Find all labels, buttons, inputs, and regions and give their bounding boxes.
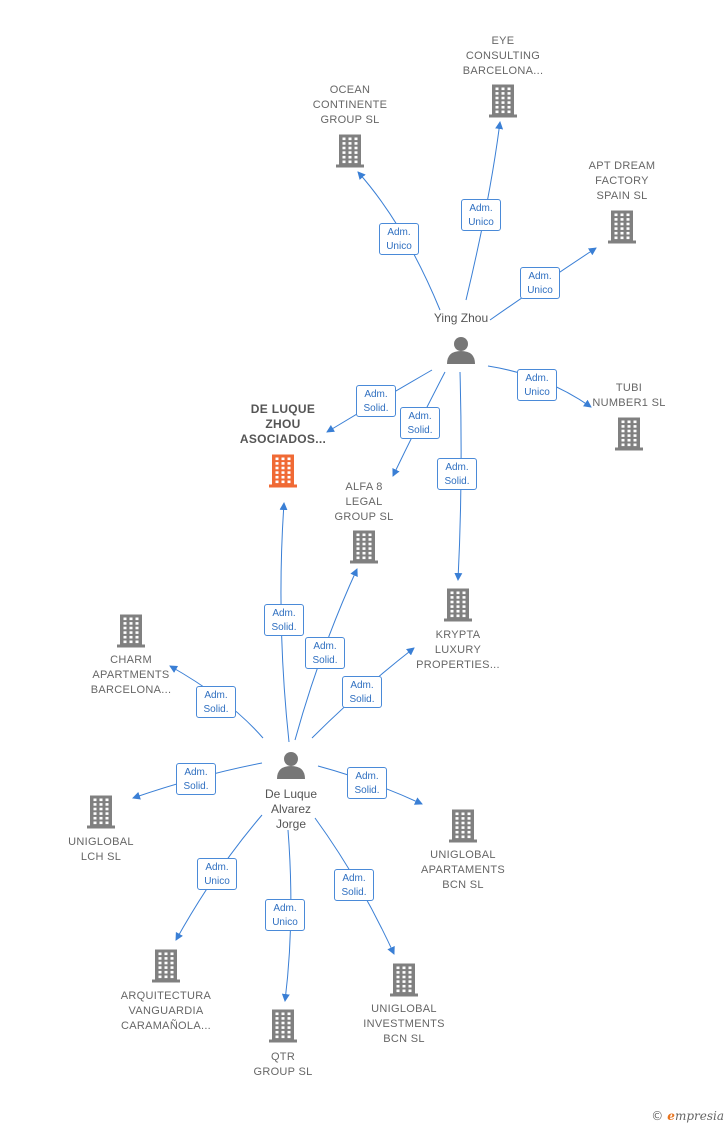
company-label-alfa[interactable]: ALFA 8 LEGAL GROUP SL: [334, 481, 394, 523]
relation-role-line: Adm.: [408, 411, 432, 422]
relation-role-line: Adm.: [350, 680, 374, 691]
person-label-deluque[interactable]: De Luque Alvarez Jorge: [264, 787, 318, 831]
company-label-eye[interactable]: EYE CONSULTING BARCELONA...: [462, 35, 544, 77]
relation-role-line: Adm.: [184, 767, 208, 778]
relation-label-ying-alfa[interactable]: Adm. Solid.: [400, 407, 440, 439]
relation-role-line: Adm.: [313, 641, 337, 652]
relation-role-line: Solid.: [183, 781, 209, 792]
relation-role-line: Solid.: [444, 476, 470, 487]
relation-role-line: Unico: [386, 241, 412, 252]
relation-role-line: Adm.: [525, 373, 549, 384]
company-building-icon-tubi[interactable]: [615, 417, 643, 451]
brand-initial: e: [667, 1109, 675, 1123]
relation-role-line: Adm.: [469, 203, 493, 214]
relation-role-line: Solid.: [349, 694, 375, 705]
relation-label-ying-apt[interactable]: Adm. Unico: [520, 267, 560, 299]
relation-role-line: Solid.: [354, 785, 380, 796]
company-label-krypta[interactable]: KRYPTA LUXURY PROPERTIES...: [416, 629, 500, 671]
company-building-icon-apt[interactable]: [608, 210, 636, 244]
relation-label-deluque-lch[interactable]: Adm. Solid.: [176, 763, 216, 795]
relation-role-line: Adm.: [445, 462, 469, 473]
relation-role-line: Adm.: [273, 903, 297, 914]
company-building-icon-krypta[interactable]: [444, 588, 472, 622]
company-label-apart[interactable]: UNIGLOBAL APARTAMENTS BCN SL: [421, 849, 505, 891]
company-label-invest[interactable]: UNIGLOBAL INVESTMENTS BCN SL: [363, 1003, 445, 1045]
relation-role-line: Solid.: [203, 704, 229, 715]
company-label-arq[interactable]: ARQUITECTURA VANGUARDIA CARAMAÑOLA...: [120, 990, 212, 1032]
relation-role-line: Unico: [527, 285, 553, 296]
person-icon-ying[interactable]: [447, 337, 475, 364]
relation-role-line: Unico: [468, 217, 494, 228]
relation-label-ying-dlz[interactable]: Adm. Solid.: [356, 385, 396, 417]
relation-label-ying-tubi[interactable]: Adm. Unico: [517, 369, 557, 401]
company-label-apt[interactable]: APT DREAM FACTORY SPAIN SL: [588, 160, 656, 202]
relation-role-line: Adm.: [205, 862, 229, 873]
relation-label-deluque-qtr[interactable]: Adm. Unico: [265, 899, 305, 931]
relation-label-deluque-krypta[interactable]: Adm. Solid.: [342, 676, 382, 708]
company-building-icon-dlz[interactable]: [269, 454, 297, 488]
company-building-icon-ocean[interactable]: [336, 134, 364, 168]
company-building-icon-eye[interactable]: [489, 84, 517, 118]
relation-label-deluque-charm[interactable]: Adm. Solid.: [196, 686, 236, 718]
relation-label-deluque-invest[interactable]: Adm. Solid.: [334, 869, 374, 901]
relation-role-line: Adm.: [204, 690, 228, 701]
relation-role-line: Unico: [524, 387, 550, 398]
company-label-tubi[interactable]: TUBI NUMBER1 SL: [592, 382, 666, 409]
company-building-icon-invest[interactable]: [390, 963, 418, 997]
relation-role-line: Unico: [204, 876, 230, 887]
company-building-icon-arq[interactable]: [152, 949, 180, 983]
relation-role-line: Solid.: [363, 403, 389, 414]
company-label-lch[interactable]: UNIGLOBAL LCH SL: [68, 836, 134, 863]
company-label-ocean[interactable]: OCEAN CONTINENTE GROUP SL: [312, 84, 388, 126]
person-icon-deluque[interactable]: [277, 752, 305, 779]
relation-role-line: Solid.: [312, 655, 338, 666]
company-building-icon-apart[interactable]: [449, 809, 477, 843]
relation-label-deluque-apart[interactable]: Adm. Solid.: [347, 767, 387, 799]
company-building-icon-alfa[interactable]: [350, 530, 378, 564]
relation-label-deluque-alfa[interactable]: Adm. Solid.: [305, 637, 345, 669]
company-label-charm[interactable]: CHARM APARTMENTS BARCELONA...: [90, 654, 172, 696]
company-label-qtr[interactable]: QTR GROUP SL: [253, 1051, 313, 1078]
relation-role-line: Adm.: [355, 771, 379, 782]
company-building-icon-charm[interactable]: [117, 614, 145, 648]
relation-role-line: Adm.: [342, 873, 366, 884]
copyright-symbol: ©: [651, 1109, 664, 1123]
relation-role-line: Adm.: [528, 271, 552, 282]
relation-label-ying-ocean[interactable]: Adm. Unico: [379, 223, 419, 255]
relation-role-line: Adm.: [272, 608, 296, 619]
brand-name: mpresia: [674, 1109, 724, 1123]
relation-label-ying-krypta[interactable]: Adm. Solid.: [437, 458, 477, 490]
relation-role-line: Solid.: [341, 887, 367, 898]
relation-role-line: Solid.: [271, 622, 297, 633]
relation-label-deluque-arq[interactable]: Adm. Unico: [197, 858, 237, 890]
relation-role-line: Adm.: [387, 227, 411, 238]
relation-role-line: Solid.: [407, 425, 433, 436]
relation-label-ying-eye[interactable]: Adm. Unico: [461, 199, 501, 231]
relation-label-deluque-dlz[interactable]: Adm. Solid.: [264, 604, 304, 636]
empresia-brand[interactable]: ©empresia: [651, 1109, 724, 1123]
relation-role-line: Adm.: [364, 389, 388, 400]
relation-role-line: Unico: [272, 917, 298, 928]
company-label-dlz[interactable]: DE LUQUE ZHOU ASOCIADOS...: [239, 402, 327, 446]
company-building-icon-lch[interactable]: [87, 795, 115, 829]
company-building-icon-qtr[interactable]: [269, 1009, 297, 1043]
person-label-ying[interactable]: Ying Zhou: [433, 311, 489, 325]
